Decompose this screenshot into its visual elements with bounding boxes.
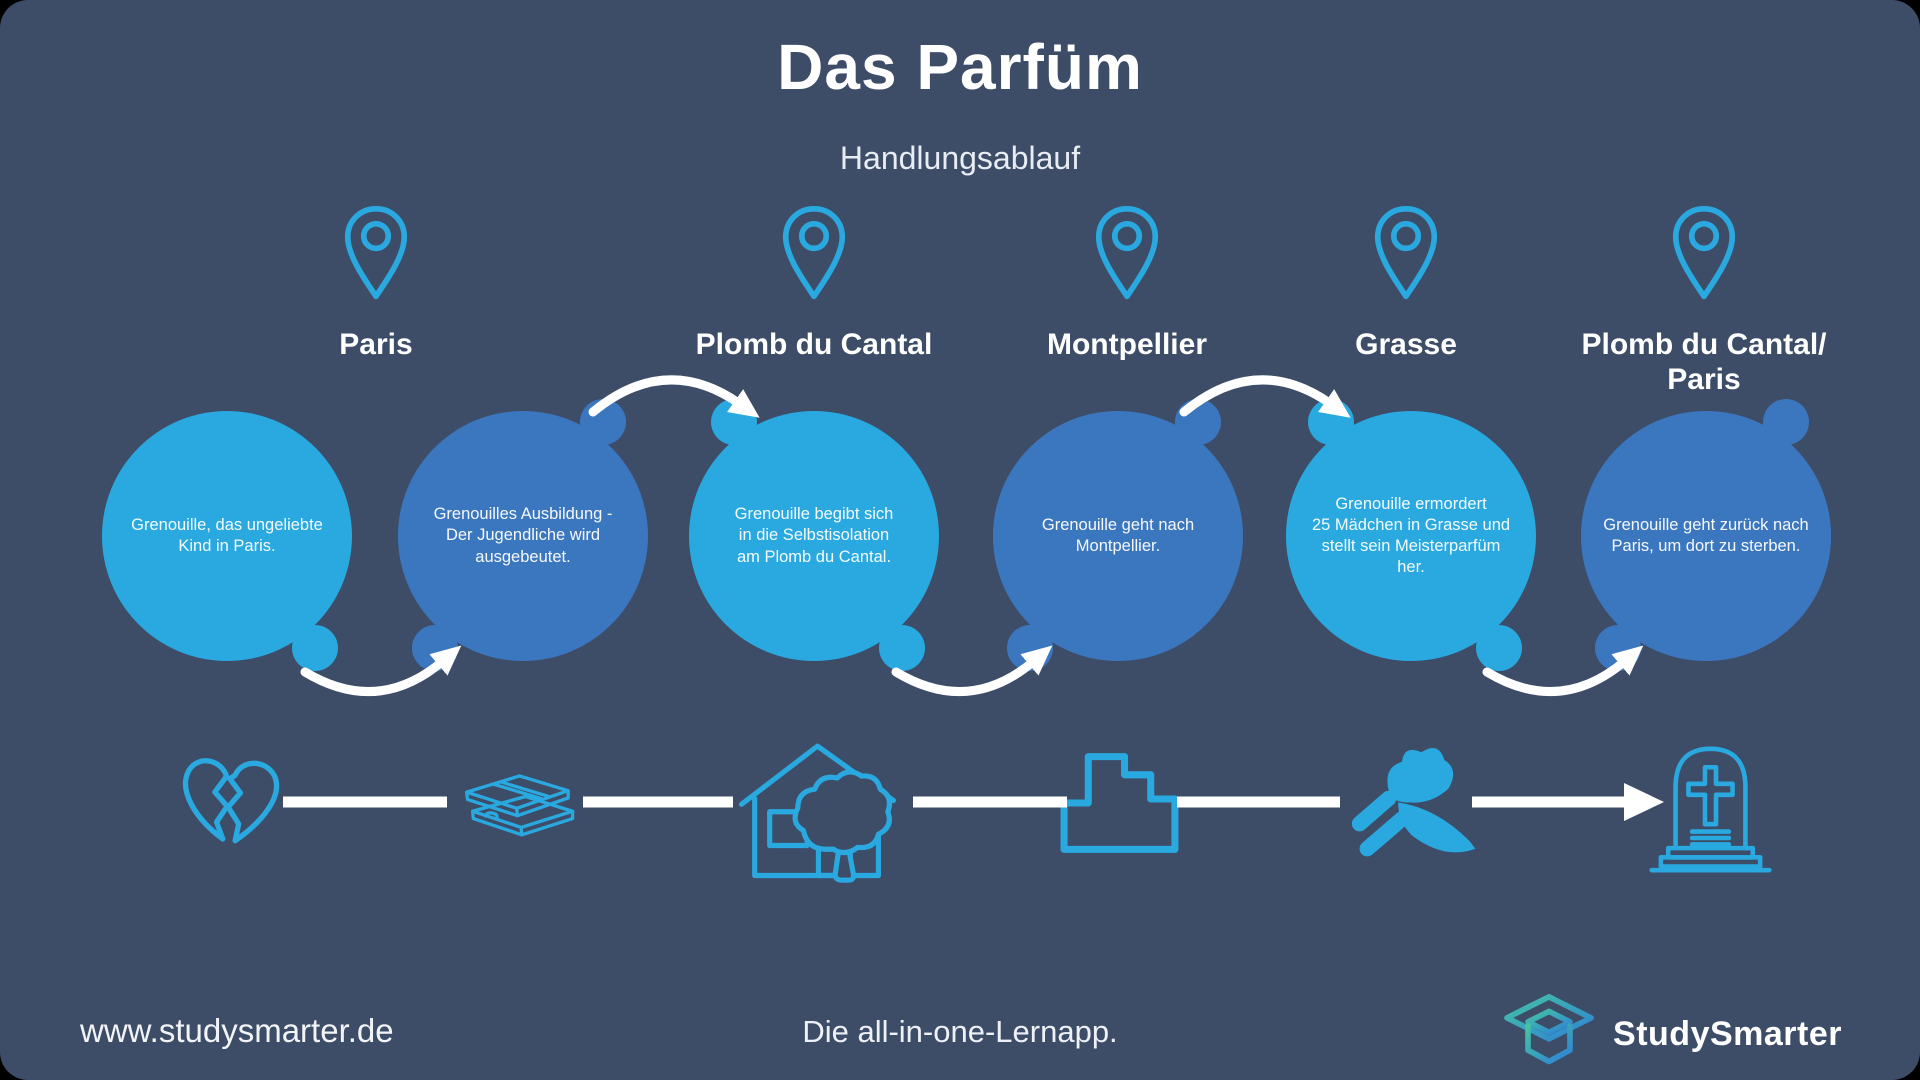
bubble-bump (580, 399, 626, 445)
knife-icon (1351, 747, 1476, 857)
step-text-5: Grenouille ermordert 25 Mädchen in Grass… (1311, 494, 1511, 577)
map-pin-icon (1374, 205, 1438, 300)
step-bubble-2: Grenouilles Ausbildung - Der Jugendliche… (398, 399, 648, 671)
bubble-bump (711, 399, 757, 445)
brand-logo: StudySmarter (1499, 992, 1842, 1076)
location-label-plomb-du-cantal: Plomb du Cantal (695, 328, 933, 361)
step-bubble-6: Grenouille geht zurück nach Paris, um do… (1581, 399, 1831, 671)
step-text-3: Grenouille begibt sich in die Selbstisol… (734, 505, 894, 566)
bubble-bump (1007, 625, 1053, 671)
brand-name: StudySmarter (1613, 1014, 1842, 1053)
step-bubble-3: Grenouille begibt sich in die Selbstisol… (689, 399, 939, 671)
location-label-plomb-du-cantal-paris: Plomb du Cantal/ Paris (1581, 328, 1827, 396)
step-bubble-4: Grenouille geht nach Montpellier. (993, 399, 1243, 671)
bubble-bump (1175, 399, 1221, 445)
map-pin-icon (1672, 205, 1736, 300)
map-pin-icon (344, 205, 408, 300)
broken-heart-icon (182, 758, 280, 844)
footer-tagline: Die all-in-one-Lernapp. (802, 1014, 1118, 1049)
step-text-2: Grenouilles Ausbildung - Der Jugendliche… (433, 505, 613, 566)
house-with-tree-icon (738, 743, 897, 883)
bubble-bump (1595, 625, 1641, 671)
page-title: Das Parfüm (777, 31, 1143, 103)
city-buildings-icon (1060, 753, 1179, 853)
step-text-1: Grenouille, das ungeliebte Kind in Paris… (131, 515, 323, 555)
location-label-montpellier: Montpellier (1046, 328, 1207, 361)
page-subtitle: Handlungsablauf (839, 140, 1081, 176)
location-label-paris: Paris (339, 328, 413, 361)
bubble-bump (1308, 399, 1354, 445)
map-pin-icon (782, 205, 846, 300)
step-bubble-1: Grenouille, das ungeliebte Kind in Paris… (102, 411, 352, 671)
step-text-6: Grenouille geht zurück nach Paris, um do… (1603, 515, 1809, 555)
map-pin-icon (1095, 205, 1159, 300)
bubble-bump (292, 625, 338, 671)
footer-url: www.studysmarter.de (80, 1012, 394, 1049)
tombstone-icon (1649, 746, 1772, 873)
step-bubble-5: Grenouille ermordert 25 Mädchen in Grass… (1286, 399, 1536, 671)
bubble-bump (412, 625, 458, 671)
bubble-bump (1763, 399, 1809, 445)
bubble-bump (1476, 625, 1522, 671)
money-stack-icon (465, 774, 575, 837)
bubble-bump (879, 625, 925, 671)
step-text-4: Grenouille geht nach Montpellier. (1041, 515, 1195, 555)
location-label-grasse: Grasse (1355, 328, 1457, 361)
studysmarter-cap-icon (1504, 994, 1594, 1065)
